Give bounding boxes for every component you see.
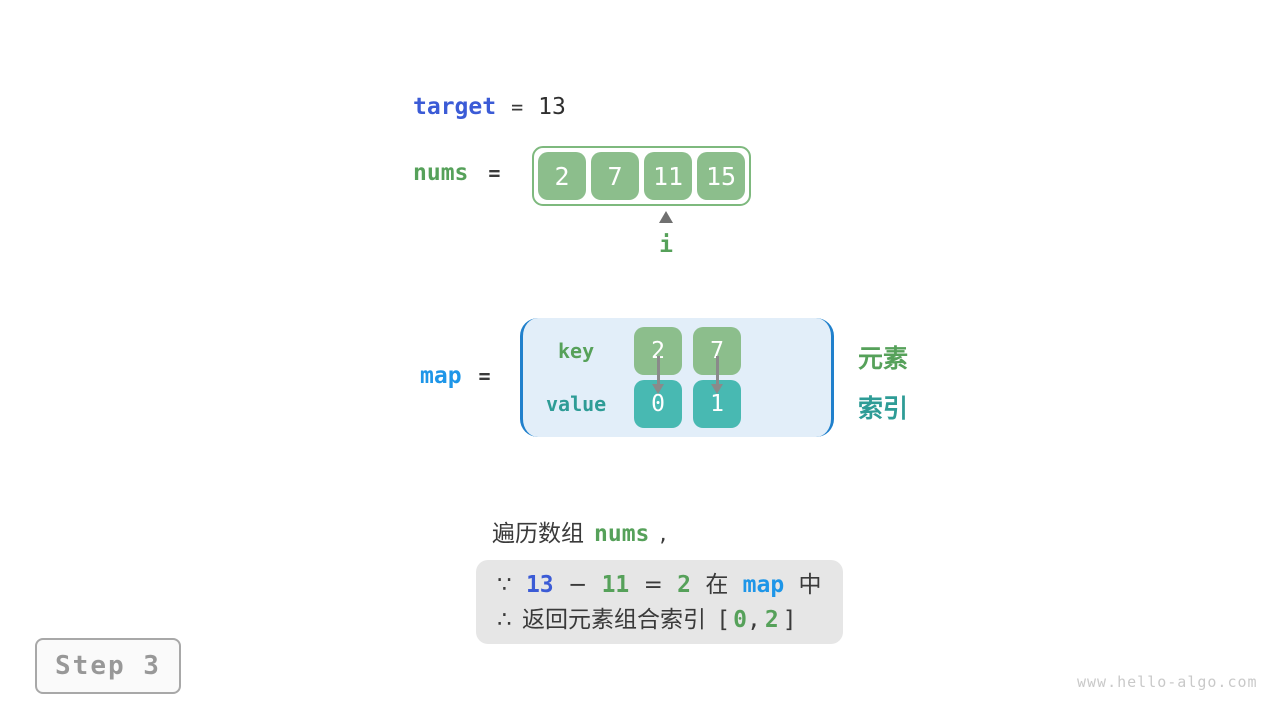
callout-line-therefore: ∴ 返回元素组合索引 [0,2] (494, 604, 825, 636)
callout-return-text: 返回元素组合索引 (521, 606, 706, 633)
array-cell-1: 7 (591, 152, 639, 200)
close-bracket: ] (782, 606, 797, 633)
word-in: 在 (705, 571, 729, 598)
callout-line-because: ∵ 13 − 11 = 2 在 map 中 (494, 569, 825, 601)
key-to-value-arrow-line-1 (716, 356, 719, 386)
equals-sign: = (643, 571, 663, 598)
nums-array-container: 2 7 11 15 (532, 146, 751, 206)
caption-suffix: , (659, 521, 667, 547)
site-watermark: www.hello-algo.com (1077, 673, 1258, 691)
value-annotation-index: 索引 (858, 394, 909, 423)
minus-sign: − (567, 571, 588, 598)
caption-nums-code: nums (594, 521, 650, 547)
map-container: key value 2 7 0 1 (520, 318, 834, 437)
nums-line: nums = (413, 160, 500, 186)
therefore-symbol: ∴ (497, 606, 512, 633)
nums-equals-sign: = (488, 161, 501, 185)
map-equals-sign: = (478, 364, 491, 388)
map-key-row-label: key (558, 339, 595, 363)
map-value-row-label: value (546, 392, 607, 416)
open-bracket: [ (716, 606, 731, 633)
callout-target-value: 13 (525, 571, 554, 598)
callout-element-value: 11 (601, 571, 630, 598)
caption-prefix: 遍历数组 (492, 521, 584, 547)
step-badge: Step 3 (35, 638, 181, 694)
comma: , (746, 606, 761, 633)
because-symbol: ∵ (497, 571, 512, 598)
index-pointer-arrow-icon (659, 211, 673, 223)
conclusion-callout: ∵ 13 − 11 = 2 在 map 中 ∴ 返回元素组合索引 [0,2] (476, 560, 843, 644)
target-equals-sign: = (511, 95, 524, 119)
callout-result-value: 2 (677, 571, 692, 598)
nums-variable-label: nums (413, 160, 469, 186)
callout-index-0: 0 (733, 606, 747, 633)
key-to-value-arrow-head-1 (711, 384, 723, 394)
caption-sentence: 遍历数组 nums , (492, 514, 667, 548)
map-variable-label: map (420, 363, 462, 389)
map-value-cell-1: 1 (693, 380, 741, 428)
index-pointer-label: i (659, 232, 673, 258)
array-cell-2: 11 (644, 152, 692, 200)
callout-index-2: 2 (764, 606, 779, 633)
map-line: map = (420, 363, 491, 389)
target-line: target = 13 (413, 94, 566, 120)
map-value-cell-0: 0 (634, 380, 682, 428)
array-cell-0: 2 (538, 152, 586, 200)
key-to-value-arrow-line-0 (657, 356, 660, 386)
target-variable-label: target (413, 94, 497, 120)
key-annotation-element: 元素 (858, 344, 909, 373)
array-cell-3: 15 (697, 152, 745, 200)
target-value: 13 (538, 94, 566, 120)
key-to-value-arrow-head-0 (652, 384, 664, 394)
callout-map-code: map (742, 571, 785, 598)
word-zhong: 中 (798, 571, 822, 598)
